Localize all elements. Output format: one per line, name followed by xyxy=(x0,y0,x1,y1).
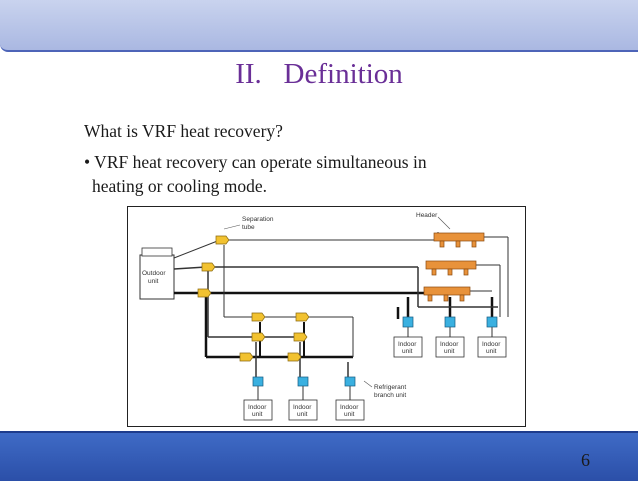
separation-tube-label-1: Separation xyxy=(242,216,274,223)
question-text: What is VRF heat recovery? xyxy=(84,121,283,141)
title-band xyxy=(0,0,638,52)
refrigerant-branch-label-1: Refrigerant xyxy=(374,384,406,391)
separation-tube-label-2: tube xyxy=(242,224,255,231)
indoor-label-2: unit xyxy=(252,411,263,418)
indoor-units: Indoor unit Indoor unit Indoor unit Indo… xyxy=(243,336,507,421)
indoor-label-1: Indoor xyxy=(482,341,501,348)
vrf-diagram-svg: Outdoor unit xyxy=(139,212,509,421)
indoor-label-1: Indoor xyxy=(293,404,312,411)
indoor-label-2: unit xyxy=(402,348,413,355)
outdoor-label-2: unit xyxy=(148,278,159,285)
indoor-label-2: unit xyxy=(486,348,497,355)
indoor-label-2: unit xyxy=(297,411,308,418)
indoor-label-1: Indoor xyxy=(440,341,459,348)
bullet-line-2: heating or cooling mode. xyxy=(92,176,267,196)
refrigerant-branch-label-2: branch unit xyxy=(374,392,406,399)
separation-tubes xyxy=(197,235,310,362)
headers xyxy=(423,232,485,302)
indoor-coils xyxy=(252,316,498,387)
indoor-label-1: Indoor xyxy=(248,404,267,411)
indoor-label-2: unit xyxy=(344,411,355,418)
refrigerant-pipes xyxy=(173,216,509,400)
header-label: Header xyxy=(416,212,438,219)
bullet-line-1: • VRF heat recovery can operate simultan… xyxy=(84,152,427,172)
indoor-label-1: Indoor xyxy=(340,404,359,411)
indoor-label-2: unit xyxy=(444,348,455,355)
page-number: 6 xyxy=(581,450,590,470)
vrf-diagram: Outdoor unit xyxy=(127,206,526,427)
outdoor-label-1: Outdoor xyxy=(142,270,166,277)
slide-title: II. Definition xyxy=(235,58,403,90)
outdoor-unit: Outdoor unit xyxy=(139,247,175,300)
indoor-label-1: Indoor xyxy=(398,341,417,348)
footer-band xyxy=(0,431,638,481)
